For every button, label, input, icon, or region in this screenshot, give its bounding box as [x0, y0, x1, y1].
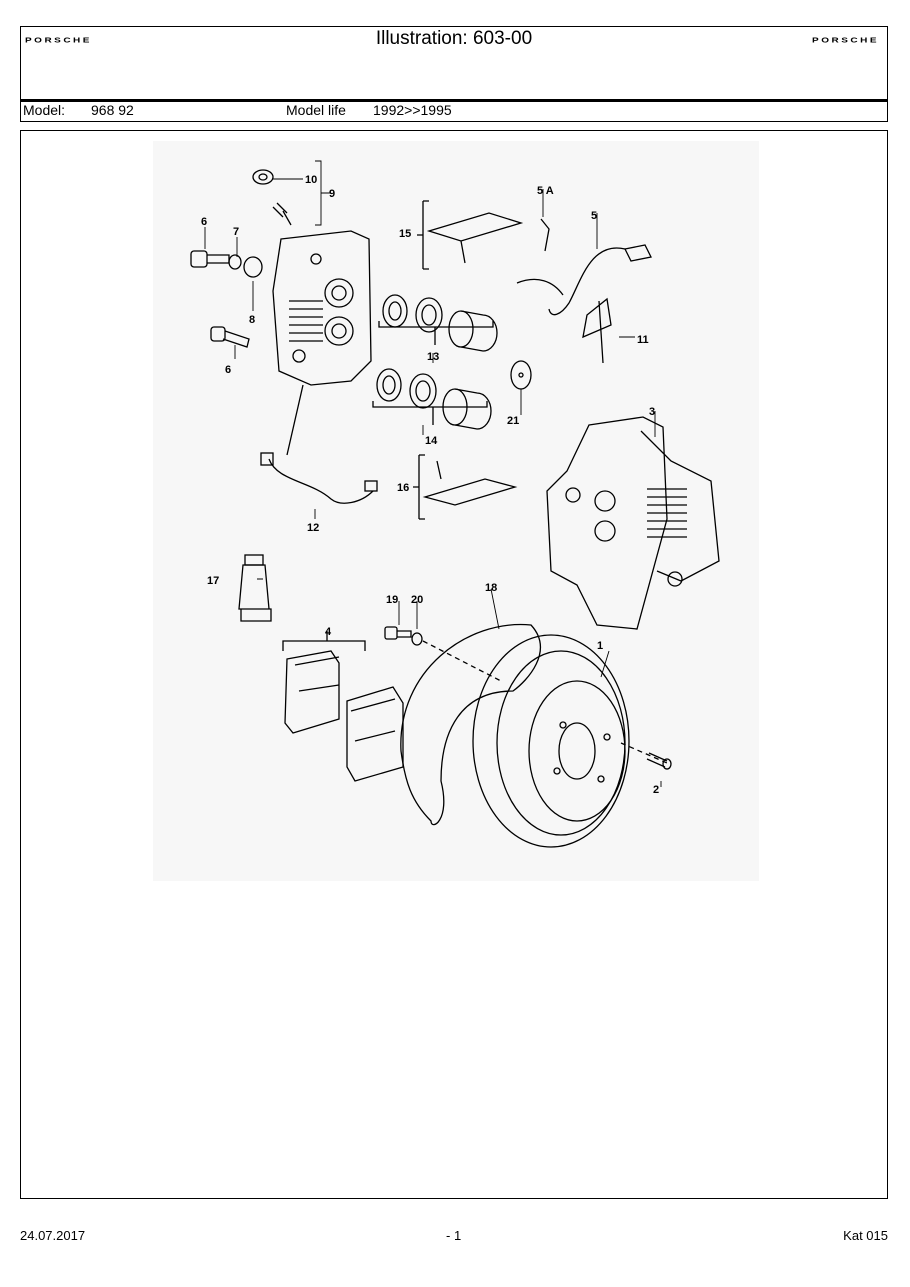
- brake-hose: [260, 384, 378, 504]
- callout-leaders: [204, 160, 662, 787]
- footer-page-number: - 1: [446, 1228, 462, 1243]
- callout-3: 3: [649, 406, 655, 418]
- porsche-logo-left: PORSCHE: [25, 37, 92, 45]
- model-value: 968 92: [91, 102, 134, 118]
- callout-11: 11: [637, 334, 649, 346]
- footer-catalog: Kat 015: [843, 1228, 888, 1243]
- callout-8: 8: [249, 314, 255, 326]
- brake-caliper-assembled: [546, 416, 720, 630]
- callout-1: 1: [597, 640, 603, 652]
- callout-10: 10: [305, 174, 317, 186]
- callout-17: 17: [207, 575, 219, 587]
- shield-bolt: [384, 626, 502, 682]
- sensor-retaining-clip: [582, 297, 612, 364]
- callout-14: 14: [425, 435, 438, 447]
- caliper-bolt-bottom: [210, 326, 250, 348]
- callout-16: 16: [397, 482, 409, 494]
- exploded-diagram-frame: 10 9 6 7 8 6 15 5 A 5 11 13 14 21 3 16 1…: [20, 130, 888, 1199]
- brake-disc: [472, 634, 668, 848]
- callout-13: 13: [427, 351, 439, 363]
- callout-18: 18: [485, 582, 497, 594]
- diagram-background: [153, 141, 759, 881]
- callout-15: 15: [399, 228, 411, 240]
- callout-19: 19: [386, 594, 398, 606]
- callout-21: 21: [507, 415, 519, 427]
- callout-4: 4: [325, 626, 332, 638]
- piston-kit-upper: [378, 294, 498, 352]
- model-row: Model: 968 92 Model life 1992>>1995: [21, 101, 887, 121]
- brake-pad-set: [282, 631, 404, 782]
- brake-exploded-diagram: 10 9 6 7 8 6 15 5 A 5 11 13 14 21 3 16 1…: [153, 141, 759, 881]
- model-life-value: 1992>>1995: [373, 102, 452, 118]
- footer-date: 24.07.2017: [20, 1228, 86, 1243]
- callout-7: 7: [233, 226, 239, 238]
- caliper-bolt-top: [190, 250, 263, 278]
- model-label: Model:: [23, 102, 66, 118]
- pad-retaining-spring-upper: [417, 200, 524, 270]
- wear-sensor-wire: [516, 218, 652, 316]
- assembly-paste-tube: [238, 554, 272, 622]
- callout-5a: 5 A: [537, 185, 554, 197]
- callout-5: 5: [591, 210, 597, 222]
- callout-12: 12: [307, 522, 319, 534]
- model-life-label: Model life: [286, 102, 346, 118]
- bleed-screw-cap: [252, 169, 292, 226]
- callout-9: 9: [329, 188, 335, 200]
- porsche-logo-right: PORSCHE: [812, 37, 879, 45]
- disc-retaining-screw: [646, 752, 672, 770]
- callout-6-top: 6: [201, 216, 207, 228]
- page-title: Illustration: 603-00: [375, 28, 533, 49]
- model-divider: [21, 99, 887, 102]
- pad-retaining-spring-lower: [413, 454, 518, 520]
- callout-20: 20: [411, 594, 423, 606]
- callout-2: 2: [653, 784, 659, 796]
- header-box: PORSCHE Illustration: 603-00 PORSCHE Mod…: [20, 26, 888, 122]
- brake-splash-shield: [400, 623, 541, 826]
- brake-caliper-left: [272, 230, 372, 386]
- callout-6-bottom: 6: [225, 364, 231, 376]
- piston-kit-lower: [372, 368, 492, 430]
